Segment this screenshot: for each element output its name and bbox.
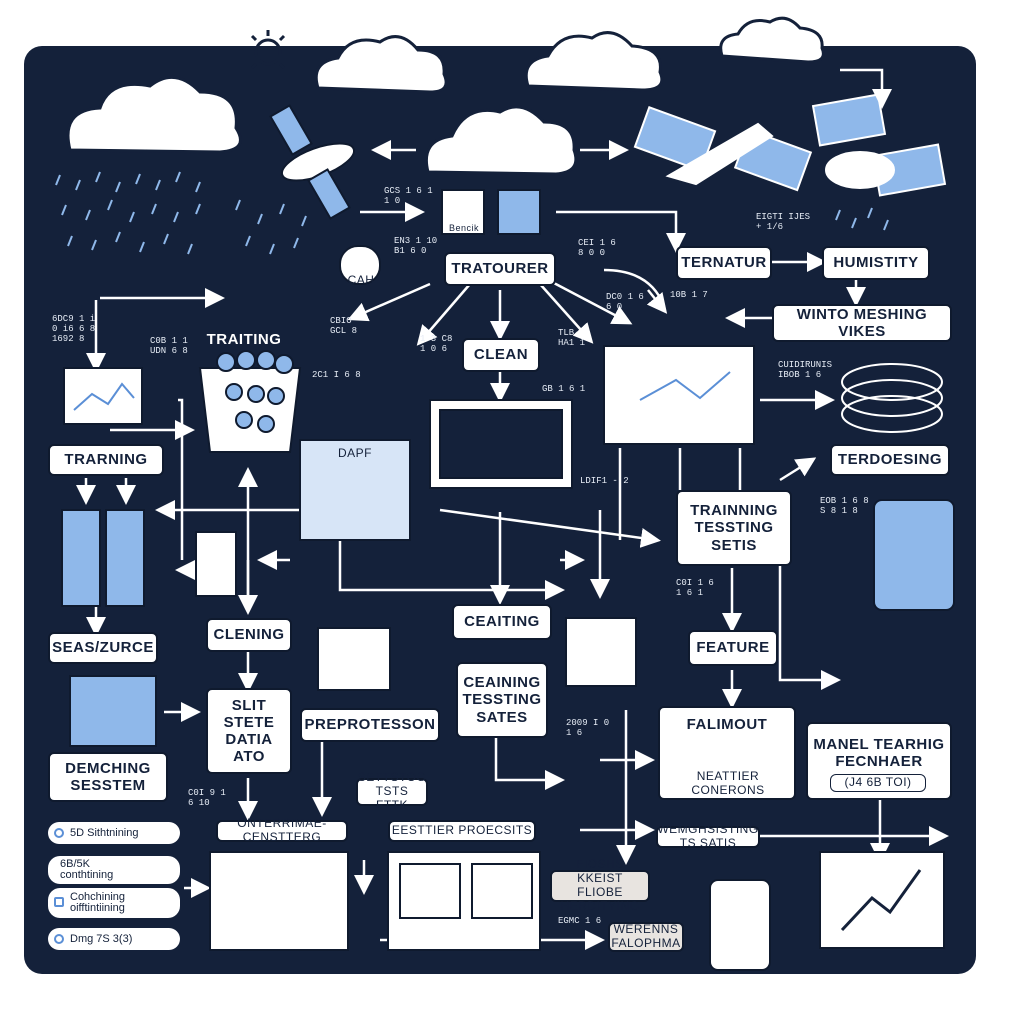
annotation: CUIDIRUNIS IBOB 1 6	[778, 360, 833, 380]
annotation: EIGTI IJES + 1/6	[756, 212, 811, 232]
monitor-icon	[63, 345, 945, 951]
slit-state-node: SLIT STETE DATIA ATO	[206, 688, 292, 774]
checkbox-icon	[54, 897, 64, 907]
neattier-label: NEATTIER CONERONS	[691, 769, 765, 797]
annotation: EN3 1 10 B1 6 0	[394, 236, 438, 256]
annotation: CEI 1 6 8 0 0	[578, 238, 616, 258]
cloud-icon	[66, 75, 242, 154]
settstog-label: SETTSTOG TSTS FTTK	[356, 770, 428, 812]
satellite-icon	[633, 93, 947, 197]
satellite-icon	[269, 104, 356, 220]
side-list-label: Cohchining oifftintiining	[70, 891, 126, 914]
annotation: 1 3 C8 1 0 6	[420, 334, 453, 354]
clening-node: CLENING	[206, 618, 292, 652]
cloud-icon	[719, 16, 825, 64]
annotation: C0I 1 6 1 6 1	[676, 578, 714, 598]
annotation: C0B 1 1 UDN 6 8	[150, 336, 188, 356]
cloud-icon	[314, 35, 448, 94]
terdoesing-node: TERDOESING	[830, 444, 950, 476]
annotation: EGMC 1 6	[558, 916, 602, 926]
side-list-label: 5D Sithtnining	[70, 827, 139, 839]
annotation: TLB HA1 1	[558, 328, 586, 348]
training-testing-sets-node: TRAINNING TESSTING SETIS	[676, 490, 792, 566]
tratourer-node: TRATOURER	[444, 252, 556, 286]
cloud-icon	[524, 31, 664, 92]
demching-node: DEMCHING SESSTEM	[48, 752, 168, 802]
fioshs-label: FIOSHS KKEIST FLIOBE HERDITYING	[550, 858, 650, 913]
ternatur-node: TERNATUR	[676, 246, 772, 280]
eestier-label: EESTTIER PROECSITS	[388, 820, 536, 842]
sun-icon	[246, 30, 292, 76]
feature-node: FEATURE	[688, 630, 778, 666]
side-list-item: Cohchining oifftintiining	[48, 888, 180, 918]
annotation: C0I 9 1 6 10	[188, 788, 226, 808]
ceaining-testing-node: CEAINING TESSTING SATES	[456, 662, 548, 738]
onteprimae-label: ONTERRIMAE-CENSTTERG	[216, 816, 348, 844]
side-list-label: Dmg 7S 3(3)	[70, 933, 133, 945]
werenns-label: WERENNS FALOPHMA	[608, 922, 684, 952]
clean-node: CLEAN	[462, 338, 540, 372]
side-list-item: Dmg 7S 3(3)	[48, 928, 180, 950]
wemghis-label: WEMGHSISTING TS SATIS	[656, 822, 760, 850]
annotation: DC0 1 6 6 0	[606, 292, 644, 312]
annotation: GCS 1 6 1 1 0	[384, 186, 433, 206]
preprotesson-node: PREPROTESSON	[300, 708, 440, 742]
falimout-node: FALIMOUT	[658, 706, 796, 800]
annotation: 2C1 I 6 8	[312, 370, 361, 380]
rain-icon	[55, 171, 889, 255]
wind-meshing-node: WINTO MESHING VIKES	[772, 304, 952, 342]
server-icon	[69, 439, 637, 747]
cah-label: CAH	[347, 273, 375, 288]
chart-illustration-icon	[339, 189, 541, 285]
side-list-item: 6B/5K conthtining	[48, 856, 180, 884]
cloud-icon	[425, 105, 578, 176]
side-list-label: 6B/5K conthtining	[60, 858, 114, 881]
annotation: 10B 1 7	[670, 290, 708, 300]
annotation: 2009 I 0 1 6	[566, 718, 610, 738]
annotation: CBIO GCL 8	[330, 316, 358, 336]
annotation: EOB 1 6 8 S 8 1 8	[820, 496, 869, 516]
trarning-node: TRARNING	[48, 444, 164, 476]
dapf-label: DAPF	[337, 446, 372, 461]
bench-label: Bencik	[448, 222, 479, 233]
disk-stack-icon	[841, 363, 943, 433]
database-icon	[61, 499, 955, 971]
side-list-item: 5D Sithtnining	[48, 822, 180, 844]
manel-subtitle: (J4 6B TOI)	[830, 774, 926, 792]
traiting-node: TRAITING	[206, 331, 282, 349]
annotation: GB 1 6 1	[542, 384, 586, 394]
seas-zurce-node: SEAS/ZURCE	[48, 632, 158, 664]
bucket-icon	[198, 350, 302, 453]
radio-icon	[54, 934, 64, 944]
annotation: LDIF1 - 2	[580, 476, 629, 486]
annotation: 6DC9 1 i 0 i6 6 8 1692 8	[52, 314, 96, 344]
humistity-node: HUMISTITY	[822, 246, 930, 280]
radio-icon	[54, 828, 64, 838]
ceaiting-node: CEAITING	[452, 604, 552, 640]
